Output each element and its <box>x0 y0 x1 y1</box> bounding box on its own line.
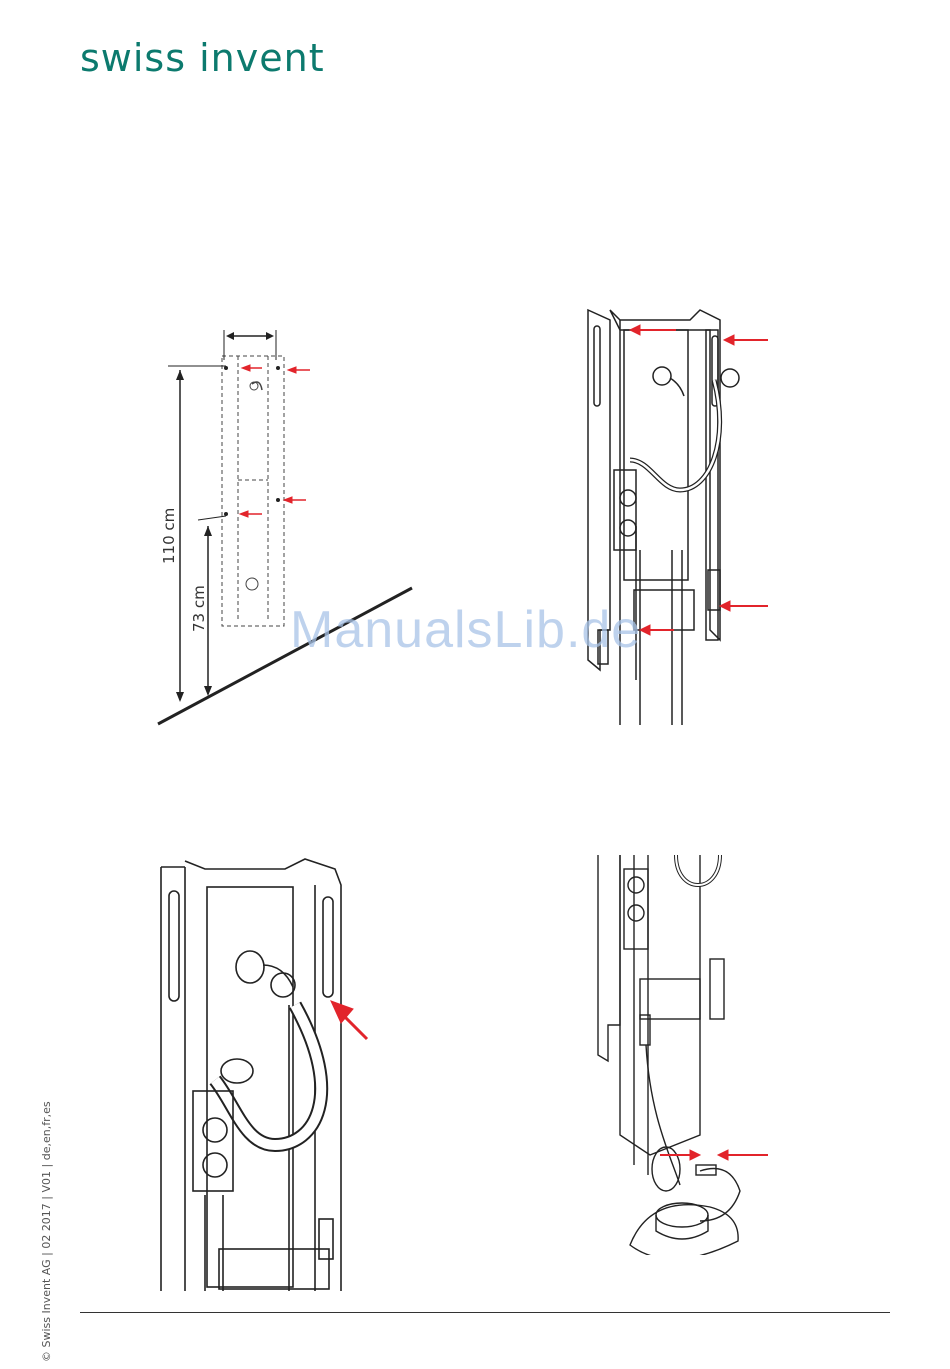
hose-connection-drawing <box>155 855 385 1295</box>
red-arrows <box>660 1150 768 1160</box>
panel-outline <box>222 356 284 626</box>
figure-sensor-connection <box>590 855 790 1255</box>
dimensions-drawing: 110 cm 73 cm <box>150 320 430 730</box>
figure-mounting-frame <box>580 300 780 730</box>
watermark: ManualsLib.de <box>290 600 641 660</box>
dim-label-bottom: 73 cm <box>190 585 208 632</box>
red-arrows <box>331 1001 367 1039</box>
sensor-connection-drawing <box>590 855 790 1255</box>
figure-hose-connection <box>155 855 385 1295</box>
figure-dimensions: 110 cm 73 cm <box>150 320 430 730</box>
brand-logo: swiss invent <box>80 36 325 80</box>
footer-divider <box>80 1312 890 1313</box>
footer-copyright: © Swiss Invent AG | 02 2017 | V01 | de,e… <box>40 1101 53 1362</box>
dim-label-top: 110 cm <box>160 508 178 564</box>
mounting-frame-drawing <box>580 300 780 730</box>
